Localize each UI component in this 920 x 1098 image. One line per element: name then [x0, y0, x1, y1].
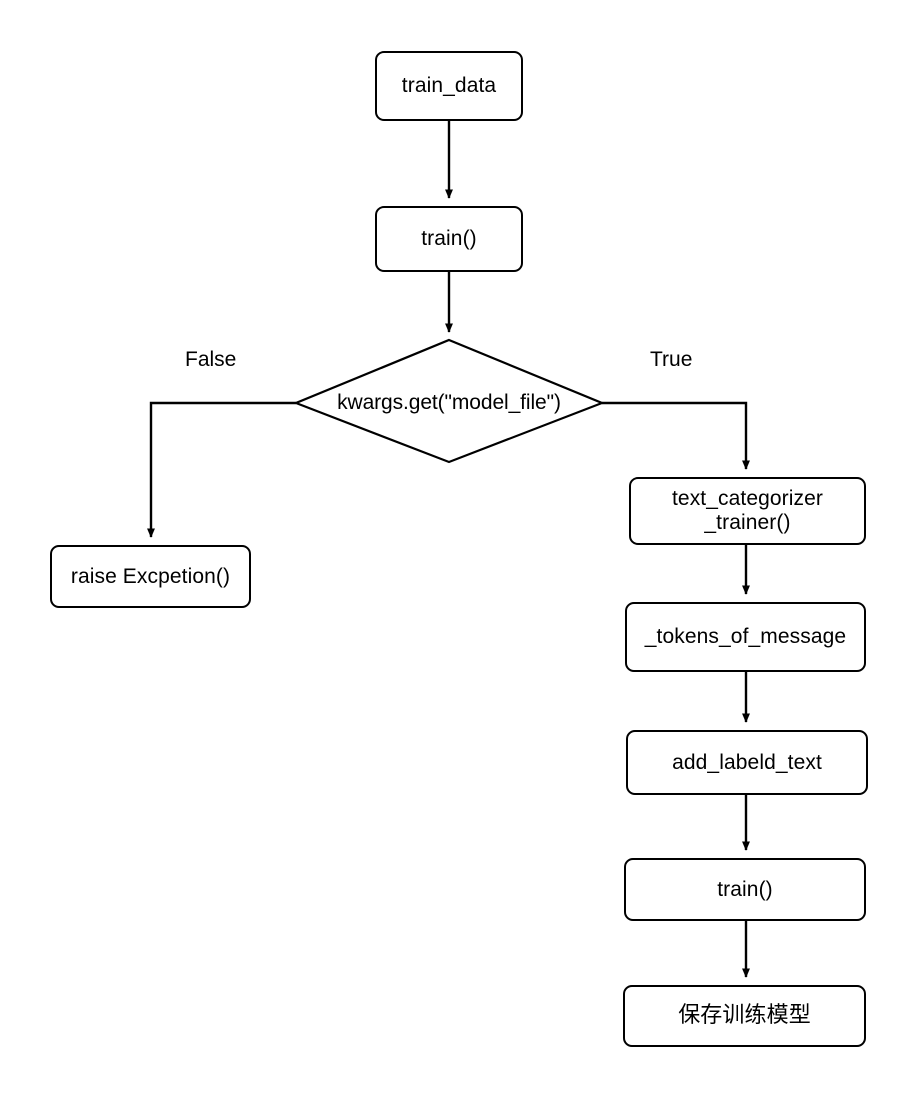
node-tokens-of-message-label: _tokens_of_message [644, 625, 847, 649]
node-train-data-label: train_data [401, 74, 497, 98]
decision-label-text: kwargs.get("model_file") [337, 391, 561, 414]
node-add-labeld-text[interactable]: add_labeld_text [626, 730, 868, 795]
node-text-categorizer-trainer-label-line2: _trainer() [704, 511, 791, 534]
edge-true-branch [602, 401, 750, 470]
edge-label-true: True [650, 348, 692, 372]
node-train-right-label: train() [717, 877, 773, 901]
edge-label-false-text: False [185, 348, 237, 371]
node-decision-label[interactable]: kwargs.get("model_file") [299, 391, 599, 415]
node-text-categorizer-trainer-label-line1: text_categorizer [671, 487, 823, 511]
node-save-model[interactable]: 保存训练模型 [623, 985, 866, 1047]
node-raise-exception[interactable]: raise Excpetion() [50, 545, 251, 608]
edge-false-branch [147, 401, 296, 538]
node-train-data[interactable]: train_data [375, 51, 523, 121]
node-train-top[interactable]: train() [375, 206, 523, 272]
node-raise-exception-label: raise Excpetion() [70, 564, 231, 588]
edge-label-true-text: True [650, 348, 693, 371]
node-add-labeld-text-label: add_labeld_text [672, 750, 822, 774]
node-text-categorizer-trainer[interactable]: text_categorizer _trainer() [629, 477, 866, 545]
edge-label-false: False [185, 348, 236, 372]
node-train-top-label: train() [421, 227, 477, 251]
node-train-right[interactable]: train() [624, 858, 866, 921]
decision-diamond-shape [293, 338, 605, 464]
node-tokens-of-message[interactable]: _tokens_of_message [625, 602, 866, 672]
node-save-model-label: 保存训练模型 [678, 1002, 811, 1028]
